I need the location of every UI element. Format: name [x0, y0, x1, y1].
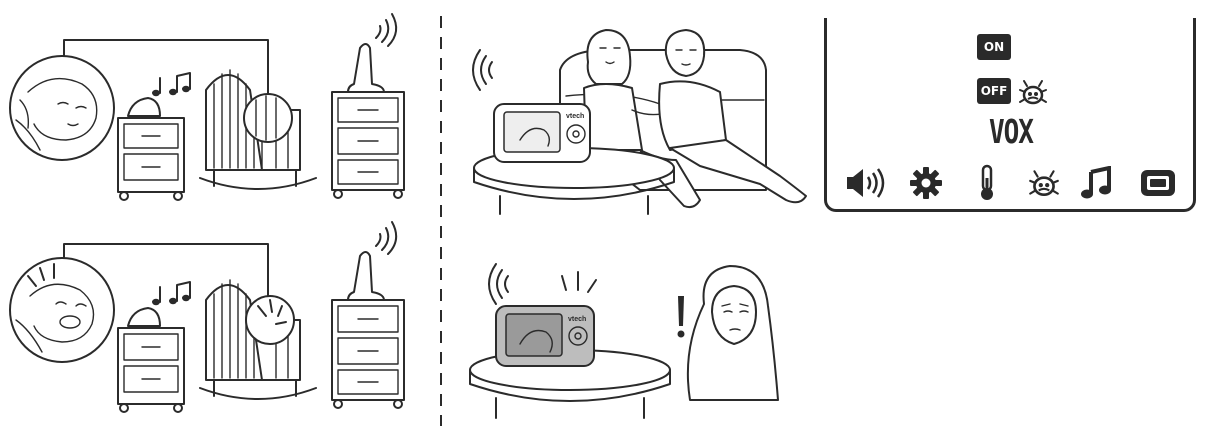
crib-zoom-circle — [243, 93, 293, 143]
music-notes-icon-2 — [152, 281, 191, 306]
bug-mosquito-icon-off — [1019, 80, 1047, 105]
crib-left-2 — [199, 279, 317, 400]
gear-settings-icon — [910, 167, 942, 199]
signal-waves-icon — [472, 49, 493, 91]
parent-monitor-calm: vtech — [493, 103, 591, 163]
parent-monitor-alert: vtech — [495, 305, 595, 367]
zoom-connector-line — [63, 39, 269, 101]
signal-waves-icon-2 — [488, 263, 509, 305]
sleeping-baby-face — [15, 77, 98, 151]
man-on-sofa — [639, 29, 807, 209]
scene-baby-crying — [9, 221, 405, 413]
alerted-mother — [686, 265, 779, 401]
scene-baby-sleeping — [9, 13, 405, 201]
zoom-circle-sleeping-baby — [9, 55, 115, 161]
nightstand-left — [117, 117, 185, 201]
scene-parents-relaxing: vtech — [472, 29, 807, 215]
crying-baby-face — [15, 263, 95, 353]
woman-on-sofa — [583, 29, 671, 151]
alert-lines-icon — [561, 271, 597, 293]
dresser-left-2 — [331, 299, 405, 409]
vox-label: VOX — [989, 114, 1034, 152]
baby-unit-camera — [347, 13, 398, 93]
dresser-left — [331, 91, 405, 199]
thermometer-icon — [981, 164, 993, 200]
monitor-brand-label: vtech — [566, 113, 584, 120]
monitor-brand-label-2: vtech — [568, 316, 586, 323]
screen-icon-panel: ON OFF VOX — [824, 18, 1196, 212]
nightstand-left-2 — [117, 327, 185, 413]
exclamation-mark-icon — [677, 296, 685, 338]
speaker-volume-icon — [847, 168, 885, 198]
scene-mother-alerted: vtech — [469, 263, 779, 419]
off-badge: OFF — [977, 78, 1011, 104]
sound-machine — [127, 97, 161, 117]
sound-machine-2 — [127, 307, 161, 327]
music-note-icon — [1081, 166, 1111, 199]
music-notes-icon — [152, 72, 191, 97]
screen-display-icon — [1141, 170, 1175, 196]
zoom-circle-crying-baby — [9, 257, 115, 363]
baby-unit-camera-2 — [347, 221, 398, 301]
bug-mosquito-icon — [1029, 170, 1059, 197]
crib-left — [199, 69, 317, 190]
on-badge: ON — [977, 34, 1011, 60]
